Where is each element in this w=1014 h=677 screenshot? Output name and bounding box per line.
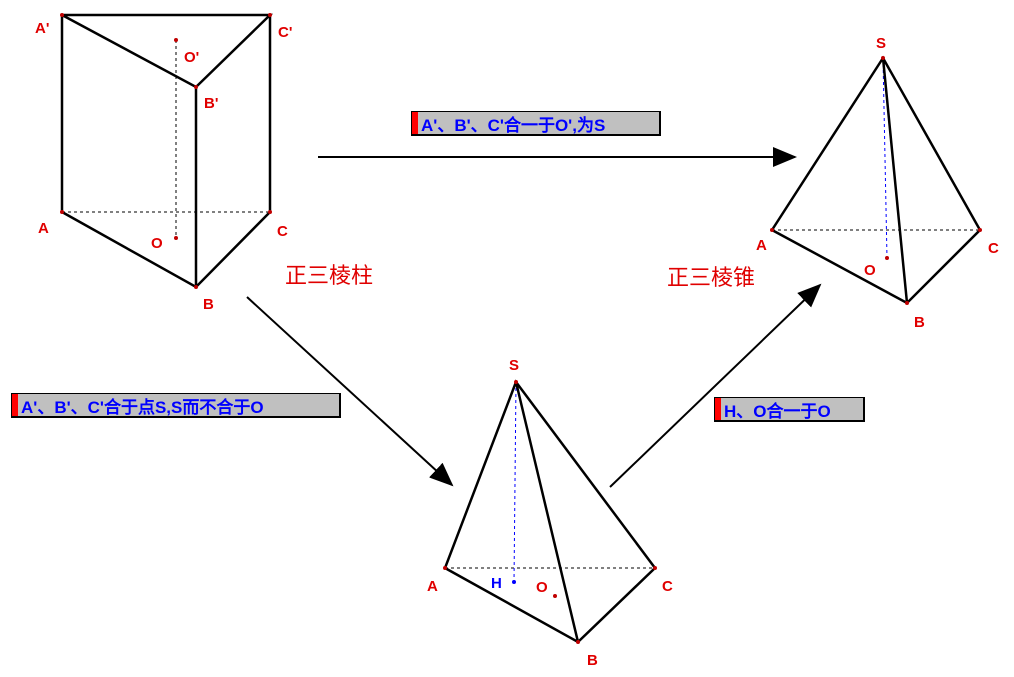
label-B-prime: B'	[204, 95, 218, 112]
label-S: S	[509, 357, 519, 374]
label-C: C	[277, 223, 288, 240]
label-O: O	[536, 579, 548, 596]
bottom-pyramid-height	[513, 381, 517, 583]
button-label: A'、B'、C'合一于O',为S	[421, 115, 606, 135]
label-B: B	[203, 296, 214, 313]
prism-hidden-edges	[62, 40, 270, 238]
merge-to-s-button[interactable]: A'、B'、C'合于点S,S而不合于O	[11, 393, 341, 418]
label-C: C	[662, 578, 673, 595]
label-A: A	[38, 220, 49, 237]
prism	[60, 13, 274, 289]
arrow-bottom-to-right	[609, 283, 822, 488]
right-pyramid	[770, 55, 982, 305]
label-A: A	[756, 237, 767, 254]
label-A: A	[427, 578, 438, 595]
label-O-prime: O'	[184, 49, 199, 66]
label-B: B	[587, 652, 598, 669]
button-label: A'、B'、C'合于点S,S而不合于O	[21, 397, 264, 417]
label-H: H	[491, 575, 502, 592]
arrow-prism-to-bottom	[246, 296, 454, 487]
label-O: O	[151, 235, 163, 252]
label-C: C	[988, 240, 999, 257]
pyramid-caption: 正三棱锥	[667, 266, 755, 291]
label-O: O	[864, 262, 876, 279]
prism-caption: 正三棱柱	[285, 264, 373, 289]
h-o-merge-button[interactable]: H、O合一于O	[714, 397, 865, 422]
label-S: S	[876, 35, 886, 52]
label-B: B	[914, 314, 925, 331]
button-label: H、O合一于O	[724, 401, 831, 421]
label-A-prime: A'	[35, 20, 49, 37]
bottom-pyramid	[443, 379, 657, 644]
merge-to-o-prime-button[interactable]: A'、B'、C'合一于O',为S	[411, 111, 661, 136]
label-C-prime: C'	[278, 24, 292, 41]
